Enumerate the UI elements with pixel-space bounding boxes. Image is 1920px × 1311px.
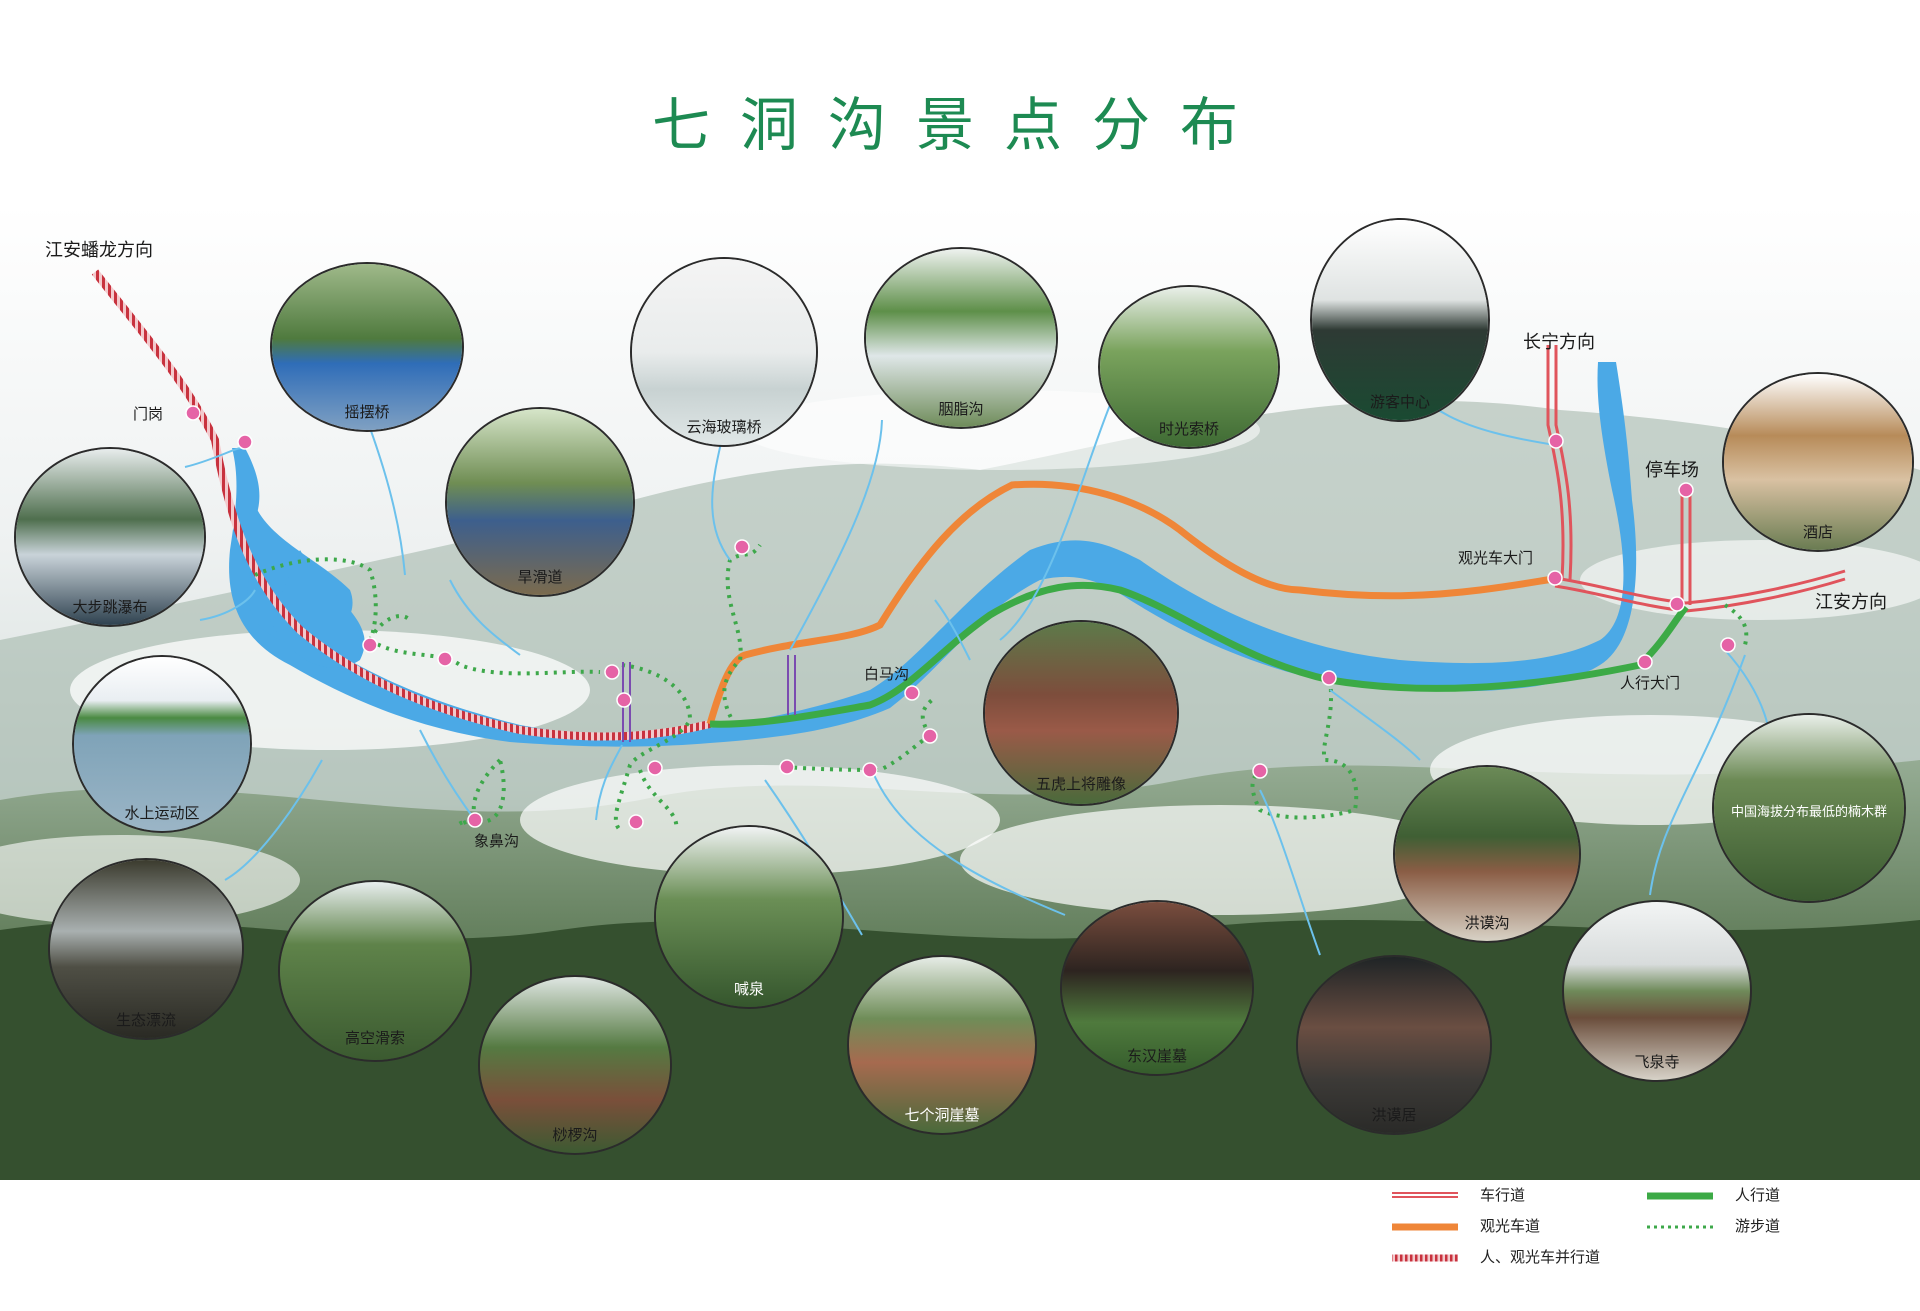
spot-shiguang-bridge[interactable]: 时光索桥 (1098, 285, 1280, 449)
map-title: 七洞沟景点分布 (651, 91, 1268, 159)
spot-yanzhigou[interactable]: 胭脂沟 (864, 247, 1058, 429)
river (229, 362, 1637, 747)
legend-swatch-shared (1392, 1254, 1458, 1262)
spot-water-sports[interactable]: 水上运动区 (72, 655, 252, 833)
label-tingchechang: 停车场 (1645, 460, 1699, 481)
legend-walk: 人行道 (1735, 1186, 1781, 1204)
spot-rafting[interactable]: 生态漂流 (48, 858, 244, 1040)
legend-car-road: 车行道 (1480, 1186, 1526, 1204)
legend-tour-car: 观光车道 (1480, 1217, 1541, 1235)
map-legend: 车行道 人行道 观光车道 游步道 人、观光车并行道 (1390, 1186, 1790, 1300)
legend-swatch-car-road (1392, 1192, 1458, 1198)
spot-yunhai-glass-bridge[interactable]: 云海玻璃桥 (630, 257, 818, 447)
legend-swatch-trail (1647, 1225, 1713, 1229)
label-guanguangche-damen: 观光车大门 (1458, 549, 1534, 567)
spot-yaobaiqiao[interactable]: 摇摆桥 (270, 262, 464, 432)
spot-zipline[interactable]: 高空滑索 (278, 880, 472, 1062)
spot-visitor-center[interactable]: 游客中心 (1310, 218, 1490, 422)
car-road-jiangan (1554, 569, 1846, 605)
legend-swatch-tour-car (1392, 1223, 1458, 1231)
direction-jiangan: 江安方向 (1815, 592, 1887, 613)
label-renxing-damen: 人行大门 (1620, 674, 1681, 692)
direction-jiangan-panlong: 江安蟠龙方向 (45, 240, 153, 261)
shared-road (91, 269, 711, 741)
spot-donghan-tombs[interactable]: 东汉崖墓 (1060, 900, 1254, 1076)
spot-hanquan[interactable]: 喊泉 (654, 825, 844, 1009)
car-road-changning (1546, 345, 1565, 581)
spot-qigedong-tombs[interactable]: 七个洞崖墓 (847, 955, 1037, 1135)
direction-changning: 长宁方向 (1523, 332, 1595, 353)
label-xiangbigou: 象鼻沟 (474, 832, 520, 850)
label-mengang: 门岗 (133, 405, 164, 423)
spot-hotel[interactable]: 酒店 (1722, 372, 1914, 552)
trail (254, 557, 378, 641)
legend-shared: 人、观光车并行道 (1480, 1248, 1601, 1266)
legend-trail: 游步道 (1735, 1217, 1781, 1235)
spot-wuhu-statue[interactable]: 五虎上将雕像 (983, 620, 1179, 806)
spot-nanmu-forest[interactable]: 中国海拔分布最低的楠木群 (1712, 713, 1906, 903)
walk-road (709, 581, 1689, 728)
spot-shaluo-gou[interactable]: 桫椤沟 (478, 975, 672, 1155)
legend-swatch-walk (1647, 1192, 1713, 1200)
spot-dabu-waterfall[interactable]: 大步跳瀑布 (14, 447, 206, 627)
spot-feiquan-temple[interactable]: 飞泉寺 (1562, 900, 1752, 1082)
spot-hanhuadao[interactable]: 旱滑道 (445, 407, 635, 597)
spot-hongyu-gou[interactable]: 洪谟沟 (1393, 765, 1581, 943)
label-baimagou: 白马沟 (864, 665, 910, 683)
spot-hongyu-ju[interactable]: 洪谟居 (1296, 955, 1492, 1135)
